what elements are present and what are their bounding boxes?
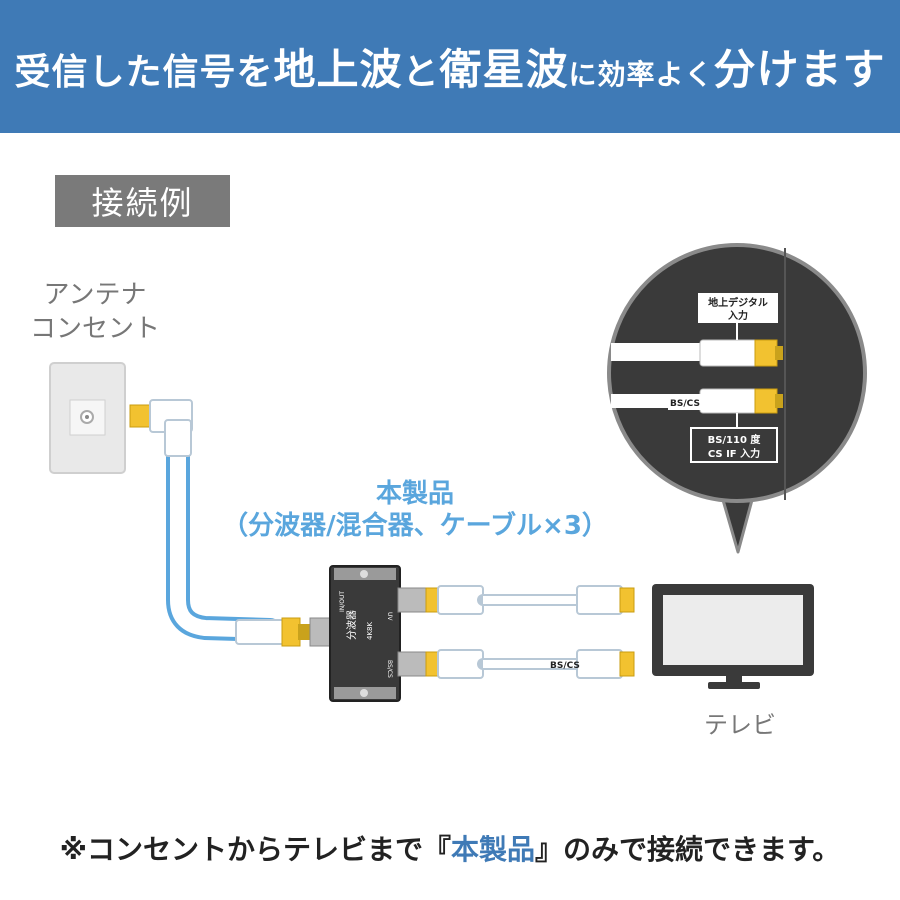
note-close-bracket: 』 <box>535 833 564 866</box>
product-label: 本製品 （分波器/混合器、ケーブル×3） <box>205 478 625 542</box>
product-label-line2: （分波器/混合器、ケーブル×3） <box>222 511 608 541</box>
bscs-cable: BS/CS <box>425 649 635 679</box>
tv-icon <box>652 584 814 689</box>
banner-title: 受信した信号を地上波と衛星波に効率よく分けます <box>14 36 885 97</box>
zoom-bs-label-1: BS/110 度 <box>708 433 762 446</box>
antenna-label-line2: コンセント <box>29 314 160 344</box>
antenna-label-line1: アンテナ <box>43 280 147 310</box>
footer-note: ※コンセントからテレビまで『本製品』のみで接続できます。 <box>0 828 900 868</box>
zoom-terrestrial-label-1: 地上デジタル <box>708 296 768 309</box>
banner-text-terrestrial: 地上波 <box>273 45 403 94</box>
banner-text-1: 受信した信号を <box>14 52 274 93</box>
tv-label: テレビ <box>704 711 776 739</box>
zoom-bscs-cable-label: BS/CS <box>670 399 700 409</box>
note-prefix: ※コンセントからテレビまで <box>59 833 423 866</box>
antenna-outlet <box>49 362 126 474</box>
splitter-port-bscs: BS/CS <box>386 660 393 678</box>
antenna-outlet-label: アンテナ コンセント <box>25 278 165 346</box>
antenna-cable <box>129 399 310 647</box>
banner-text-3: と <box>402 52 440 93</box>
splitter-port-in: IN/OUT <box>339 591 346 612</box>
banner-text-5: に効率よく <box>568 58 714 91</box>
splitter-port-uv: UV <box>386 612 393 621</box>
note-highlight: 本製品 <box>451 833 536 866</box>
splitter-title: 分波器 <box>345 610 358 640</box>
uv-cable <box>425 585 635 615</box>
section-label: 接続例 <box>55 175 230 227</box>
note-open-bracket: 『 <box>422 833 451 866</box>
zoom-terrestrial-label-2: 入力 <box>728 309 748 322</box>
banner-text-6: 分けます <box>713 45 886 94</box>
header-banner: 受信した信号を地上波と衛星波に効率よく分けます <box>0 0 900 133</box>
banner-text-satellite: 衛星波 <box>439 45 569 94</box>
note-suffix: のみで接続できます。 <box>563 833 841 866</box>
splitter-device: 分波器 4K8K UV BS/CS IN/OUT <box>309 565 427 702</box>
zoom-bs-label-2: CS IF 入力 <box>708 447 760 460</box>
cable-bscs-label: BS/CS <box>550 661 580 671</box>
splitter-badge: 4K8K <box>366 622 374 640</box>
zoom-bubble: 地上デジタル 入力 BS/CS BS/110 度 CS IF 入力 <box>607 243 867 554</box>
product-label-line1: 本製品 <box>375 479 454 509</box>
